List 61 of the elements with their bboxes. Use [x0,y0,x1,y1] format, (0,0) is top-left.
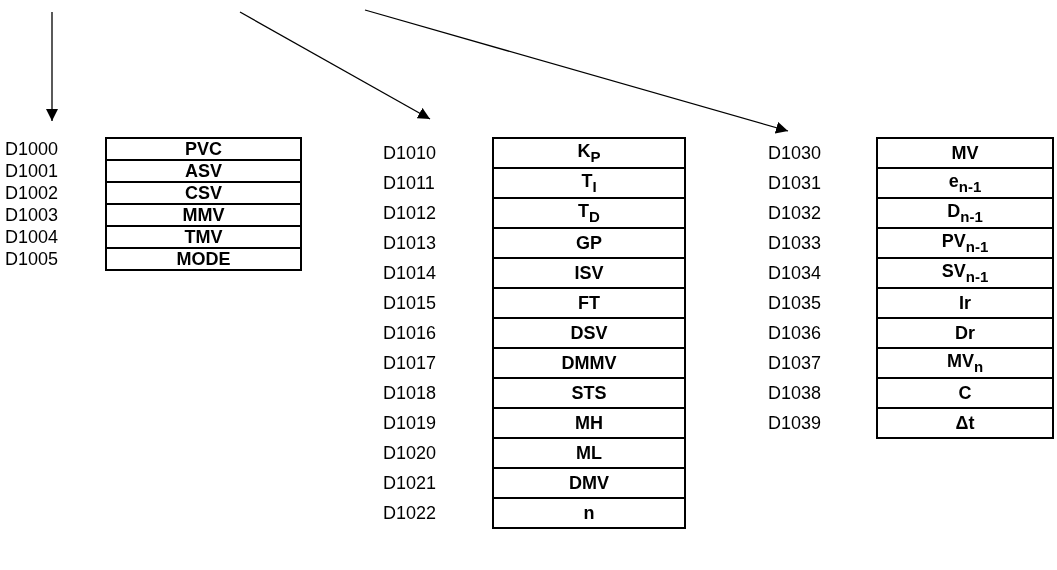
table-cell: ASV [105,159,302,183]
table-cell: D$_{n-1}$ [876,197,1054,229]
address-label: D1000 [5,138,59,160]
address-label: D1005 [5,248,59,270]
address-label: D1020 [383,442,437,464]
table-cell: T$_{I}$ [492,167,686,199]
address-label: D1010 [383,142,437,164]
table-cell: T$_{D}$ [492,197,686,229]
table-cell: PVC [105,137,302,161]
table-cell: Δt [876,407,1054,439]
address-label: D1035 [768,292,822,314]
table-cell: ML [492,437,686,469]
address-label: D1033 [768,232,822,254]
address-label: D1019 [383,412,437,434]
address-label: D1034 [768,262,822,284]
arrow [239,11,431,120]
address-label: D1018 [383,382,437,404]
address-label: D1012 [383,202,437,224]
address-label: D1032 [768,202,822,224]
table-cell: MV$_{n}$ [876,347,1054,379]
table-cell: DMMV [492,347,686,379]
arrow [364,9,789,134]
address-label: D1031 [768,172,822,194]
address-label: D1014 [383,262,437,284]
address-label: D1013 [383,232,437,254]
table-cell: DSV [492,317,686,349]
table-cell: CSV [105,181,302,205]
address-label: D1021 [383,472,437,494]
table-cell: MH [492,407,686,439]
table-cell: STS [492,377,686,409]
address-label: D1004 [5,226,59,248]
address-label: D1038 [768,382,822,404]
address-label: D1016 [383,322,437,344]
table-cell: SV$_{n-1}$ [876,257,1054,289]
table-cell: DMV [492,467,686,499]
table-cell: MMV [105,203,302,227]
table-cell: Ir [876,287,1054,319]
table-cell: e$_{n-1}$ [876,167,1054,199]
address-label: D1022 [383,502,437,524]
table-cell: ISV [492,257,686,289]
table-cell: TMV [105,225,302,249]
table-cell: FT [492,287,686,319]
address-label: D1011 [383,172,435,194]
address-label: D1037 [768,352,822,374]
table-cell: n [492,497,686,529]
table-cell: MODE [105,247,302,271]
address-label: D1036 [768,322,822,344]
table-cell: PV$_{n-1}$ [876,227,1054,259]
arrow [46,11,58,122]
address-label: D1001 [5,160,59,182]
table-cell: MV [876,137,1054,169]
address-label: D1030 [768,142,822,164]
address-label: D1003 [5,204,59,226]
table-cell: Dr [876,317,1054,349]
address-label: D1015 [383,292,437,314]
table-cell: K$_{P}$ [492,137,686,169]
table-cell: C [876,377,1054,409]
address-label: D1002 [5,182,59,204]
table-cell: GP [492,227,686,259]
address-label: D1039 [768,412,822,434]
address-label: D1017 [383,352,437,374]
